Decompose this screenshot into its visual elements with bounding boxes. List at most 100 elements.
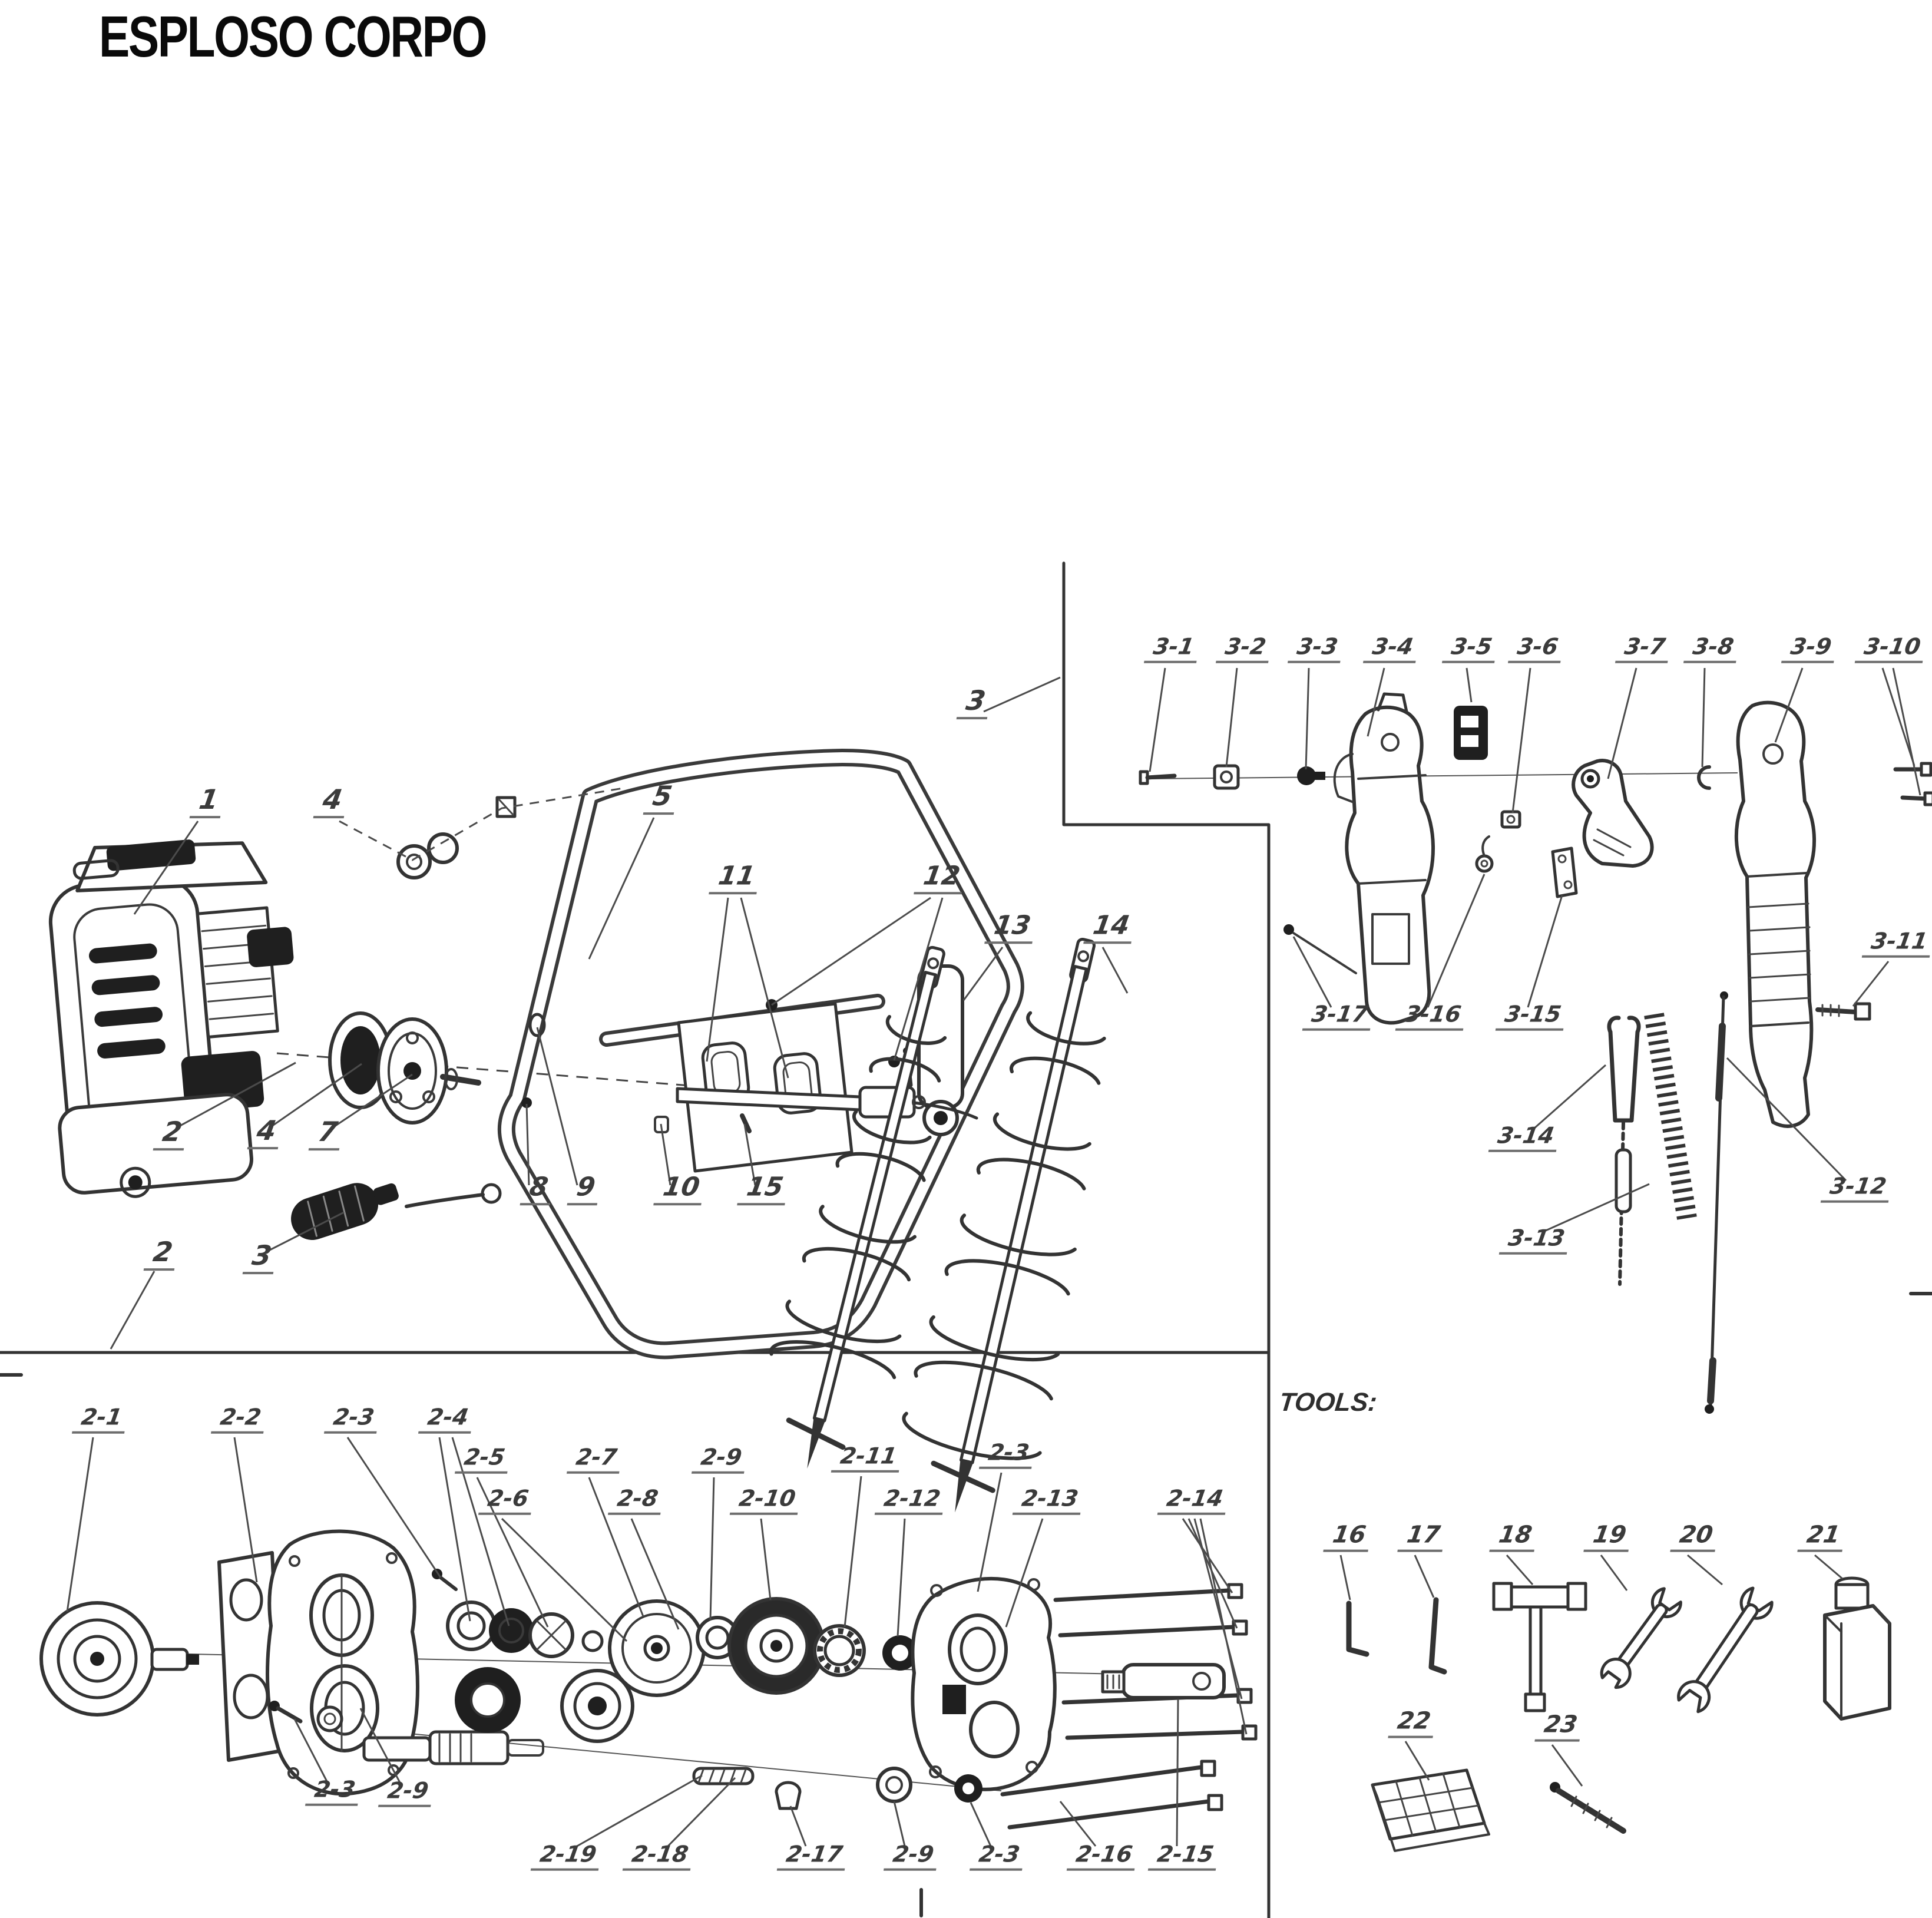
leader-2-3d [970, 1802, 992, 1847]
callout-2-3b: 2-3 [978, 1440, 1036, 1469]
gearbox-housing-right-drawing [911, 1576, 1057, 1791]
leader-2-19 [574, 1774, 703, 1848]
callout-3-7: 3-7 [1615, 634, 1672, 663]
callout-2-14: 2-14 [1157, 1486, 1230, 1515]
leader-21 [1814, 1554, 1843, 1580]
callout-17: 17 [1397, 1522, 1447, 1552]
callout-2-2: 2-2 [210, 1404, 268, 1434]
callout-4a: 4 [313, 783, 349, 819]
nut-3-6-drawing [1500, 810, 1521, 829]
callout-2-11: 2-11 [831, 1443, 904, 1473]
leader-22 [1404, 1741, 1430, 1781]
hex-key-16-drawing [1346, 1600, 1369, 1657]
wrench-19-drawing [1600, 1587, 1682, 1689]
engine-drawing [48, 839, 294, 1198]
leader-3-1 [1149, 667, 1166, 772]
leader-2-4 [451, 1437, 510, 1626]
callout-2-6: 2-6 [478, 1486, 535, 1515]
leader-1 [133, 821, 199, 915]
callout-7: 7 [308, 1116, 345, 1151]
hex-key-17-drawing [1428, 1597, 1447, 1675]
callout-8: 8 [520, 1172, 555, 1206]
callout-leader-lines [66, 667, 1921, 1848]
wrench-20-drawing [1677, 1586, 1774, 1714]
leader-16 [1339, 1555, 1351, 1600]
leader-3-5 [1465, 667, 1473, 703]
leader-2-9c [359, 1708, 402, 1784]
leader-2-1 [66, 1437, 94, 1612]
leader-2-9b [893, 1801, 906, 1847]
leader-2-15 [1176, 1698, 1179, 1847]
callout-3-3: 3-3 [1287, 634, 1345, 663]
callout-3-4: 3-4 [1362, 634, 1420, 663]
leader-3-9 [1774, 667, 1804, 743]
callout-2-3d: 2-3 [969, 1841, 1027, 1871]
leader-12 [771, 897, 931, 1006]
leader-3-2 [1225, 667, 1238, 768]
callout-2-9b: 2-9 [883, 1841, 941, 1871]
callout-3-12: 3-12 [1820, 1173, 1893, 1203]
output-shaft-2-15-drawing [1101, 1663, 1226, 1699]
callout-23: 23 [1534, 1711, 1584, 1742]
screws-3-10-drawing [1893, 762, 1932, 806]
leader-3-3 [1305, 667, 1310, 770]
callout-1: 1 [189, 783, 226, 819]
section-divider-lines [0, 561, 1271, 1918]
leader-5 [588, 817, 655, 960]
callout-2-3c: 2-3 [305, 1777, 362, 1806]
callout-3sec: 3 [956, 684, 993, 720]
callout-10: 10 [653, 1172, 706, 1206]
callout-2-10: 2-10 [729, 1486, 802, 1515]
lever-3-15-drawing [1551, 846, 1578, 898]
callout-21: 21 [1797, 1522, 1847, 1552]
gearbox-assembly-drawing [39, 1529, 1258, 1830]
leader-2-3a [346, 1437, 442, 1578]
callout-3-13: 3-13 [1498, 1225, 1572, 1255]
callout-2-12: 2-12 [874, 1486, 947, 1515]
leader-17 [1414, 1555, 1435, 1598]
leader-2-18 [666, 1777, 736, 1848]
leader-18 [1506, 1555, 1534, 1585]
clutch-drawing [276, 1011, 909, 1125]
leader-2-13 [1005, 1518, 1044, 1628]
callout-2-9c: 2-9 [378, 1778, 435, 1807]
callout-2-19: 2-19 [530, 1841, 603, 1871]
leader-20 [1687, 1554, 1723, 1586]
leader-11 [740, 897, 789, 1079]
handle-grip-right-drawing [1734, 700, 1816, 1128]
callout-13: 13 [984, 910, 1037, 944]
callout-3-1: 3-1 [1143, 634, 1201, 663]
callout-3-9: 3-9 [1781, 634, 1838, 663]
leader-15 [743, 1123, 756, 1186]
bolt-2-3-top-drawing [432, 1569, 458, 1591]
leader-2-17 [789, 1805, 807, 1847]
leader-3-12 [1726, 1057, 1847, 1182]
bearing-2-11-drawing [813, 1624, 866, 1677]
plug-3-3-drawing [1297, 766, 1325, 785]
callout-3-16: 3-16 [1395, 1001, 1468, 1031]
callout-12: 12 [914, 861, 967, 895]
callout-3-8: 3-8 [1683, 634, 1741, 663]
leader-2a [178, 1061, 296, 1127]
housing-bolts-2-14-drawing [1053, 1583, 1258, 1741]
leader-3-6 [1511, 667, 1531, 814]
nut-3-2-drawing [1213, 764, 1240, 790]
callout-3-11: 3-11 [1861, 928, 1932, 958]
leader-2-6 [501, 1517, 628, 1642]
callout-3-17: 3-17 [1302, 1001, 1375, 1031]
bearing-2-9-lower-drawing [876, 1767, 912, 1803]
e-clip-drawing [1697, 765, 1711, 790]
output-flange-drawing [39, 1601, 199, 1717]
leader-4a [339, 787, 624, 861]
callout-2-1: 2-1 [71, 1404, 129, 1434]
leader-2-10 [760, 1518, 772, 1600]
leader-2-11 [843, 1476, 862, 1628]
leader-12 [893, 897, 944, 1061]
callout-2-18: 2-18 [622, 1841, 695, 1871]
throttle-cable-drawing [1705, 991, 1728, 1414]
callout-15: 15 [737, 1172, 790, 1206]
gear-2-10-drawing [727, 1597, 825, 1695]
primer-bulbs-drawing [396, 832, 459, 879]
leader-2-7 [588, 1477, 644, 1617]
